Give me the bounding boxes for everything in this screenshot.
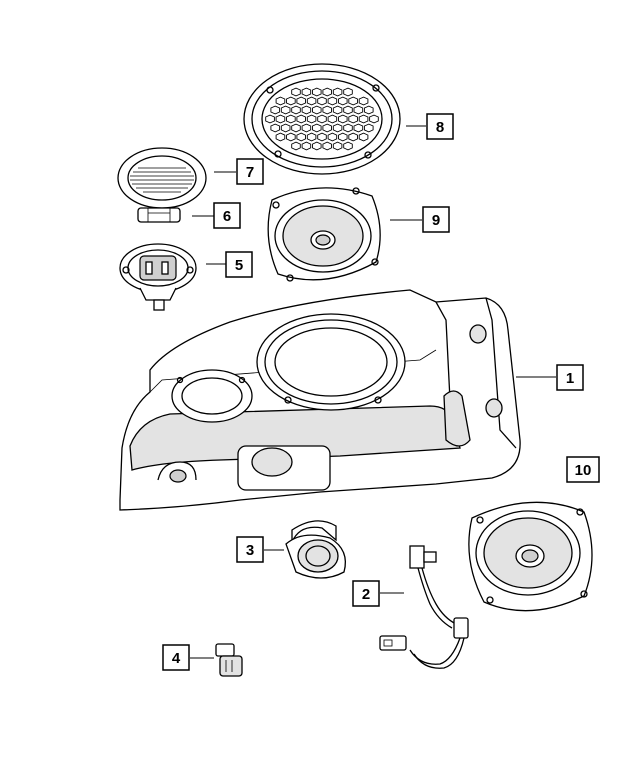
svg-text:1: 1 xyxy=(566,370,574,387)
grille-hex-cell xyxy=(348,114,358,124)
grille-hex-cell xyxy=(363,105,374,115)
grille-hex-cell xyxy=(296,96,306,106)
grille-hex-cell xyxy=(348,96,358,106)
grille-hex-cell xyxy=(343,105,353,115)
grille-hex-cell xyxy=(301,105,312,115)
grille-hex-cell xyxy=(291,141,301,151)
grille-hex-cell xyxy=(291,87,301,97)
grille-hex-cell xyxy=(358,132,369,142)
svg-text:2: 2 xyxy=(362,586,370,603)
grille-hex-cell xyxy=(317,114,327,124)
grille-hex-cell xyxy=(332,105,343,115)
grille-hex-cell xyxy=(348,132,358,142)
callout-5: 5 xyxy=(225,251,253,278)
svg-text:9: 9 xyxy=(432,212,440,229)
svg-text:6: 6 xyxy=(223,208,231,225)
grille-hex-cell xyxy=(332,87,343,97)
grille-hex-cell xyxy=(353,123,364,133)
grille-hex-cell xyxy=(338,96,348,106)
callout-9: 9 xyxy=(422,206,450,233)
callout-4: 4 xyxy=(162,644,190,671)
grille-hex-cell xyxy=(301,87,312,97)
svg-text:5: 5 xyxy=(235,257,243,274)
grille-hex-cell xyxy=(332,141,343,151)
grille-hex-cell xyxy=(280,105,291,115)
grille-hex-cell xyxy=(353,105,364,115)
grille-hex-cell xyxy=(270,123,281,133)
grille-hex-cell xyxy=(312,141,322,151)
grille-hex-cell xyxy=(327,96,338,106)
grille-hex-cell xyxy=(286,132,296,142)
grille-hex-cell xyxy=(343,123,353,133)
grille-hex-cell xyxy=(275,96,286,106)
grille-hex-cell xyxy=(317,132,327,142)
callout-1: 1 xyxy=(556,364,584,391)
callout-10: 10 xyxy=(566,456,600,483)
grille-hex-cell xyxy=(312,123,322,133)
grille-hex-cell xyxy=(332,123,343,133)
grille-hex-cell xyxy=(343,141,353,151)
grille-hex-cell xyxy=(312,87,322,97)
grille-hex-cell xyxy=(286,114,296,124)
callout-2: 2 xyxy=(352,580,380,607)
grille-hex-cell xyxy=(296,132,306,142)
grille-hex-cell xyxy=(338,132,348,142)
grille-hex-cell xyxy=(327,114,338,124)
part-1-speaker-enclosure xyxy=(119,289,521,511)
part-2-wiring-harness xyxy=(379,545,469,669)
grille-hex-cell xyxy=(322,105,332,115)
grille-hex-cell xyxy=(327,132,338,142)
grille-hex-cell xyxy=(306,96,317,106)
grille-hex-cell xyxy=(306,114,317,124)
svg-text:10: 10 xyxy=(575,462,592,479)
grille-hex-cell xyxy=(275,114,286,124)
part-6-fuse xyxy=(137,207,181,223)
callout-7: 7 xyxy=(236,158,264,185)
grille-hex-cell xyxy=(291,105,301,115)
grille-hex-cell xyxy=(317,96,327,106)
part-9-speaker xyxy=(267,187,381,282)
part-4-clip xyxy=(215,643,243,677)
grille-hex-cell xyxy=(275,132,286,142)
callout-8: 8 xyxy=(426,113,454,140)
grille-hex-cell xyxy=(296,114,306,124)
svg-text:8: 8 xyxy=(436,119,444,136)
svg-text:3: 3 xyxy=(246,542,254,559)
part-7-tweeter-grille xyxy=(117,147,207,209)
grille-hex-cell xyxy=(270,105,281,115)
grille-hex-cell xyxy=(358,96,369,106)
grille-hex-cell xyxy=(322,123,332,133)
grille-hex-cell xyxy=(286,96,296,106)
grille-hex-cell xyxy=(291,123,301,133)
svg-text:7: 7 xyxy=(246,164,254,181)
grille-hex-cell xyxy=(312,105,322,115)
grille-hex-cell xyxy=(338,114,348,124)
grille-hex-cell xyxy=(265,114,275,124)
part-5-tweeter xyxy=(119,243,197,311)
grille-hex-cell xyxy=(358,114,369,124)
grille-hex-cell xyxy=(301,123,312,133)
callout-3: 3 xyxy=(236,536,264,563)
grille-hex-cell xyxy=(322,87,332,97)
leader-lines xyxy=(190,125,556,659)
part-8-speaker-grille xyxy=(243,63,401,175)
callout-6: 6 xyxy=(213,202,241,229)
grille-hex-cell xyxy=(306,132,317,142)
grille-hex-cell xyxy=(363,123,374,133)
part-3-adapter xyxy=(285,520,347,579)
part-10-speaker xyxy=(468,501,593,612)
svg-text:4: 4 xyxy=(172,650,181,667)
grille-hex-cell xyxy=(369,114,379,124)
grille-hex-cell xyxy=(343,87,353,97)
grille-hex-cell xyxy=(322,141,332,151)
grille-hex-cell xyxy=(301,141,312,151)
grille-hex-cell xyxy=(280,123,291,133)
